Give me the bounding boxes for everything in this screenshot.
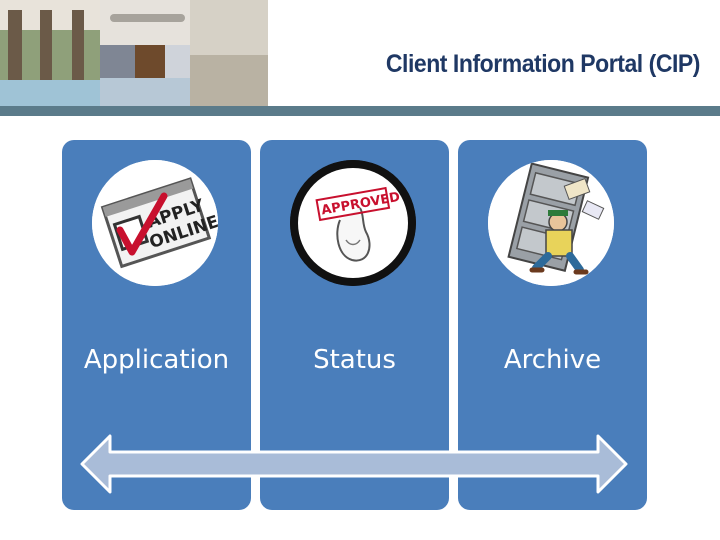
card-status[interactable]: APPROVED Status	[260, 140, 449, 510]
filing-cabinet-icon	[488, 160, 614, 286]
card-label-archive: Archive	[503, 345, 602, 375]
page-title: Client Information Portal (CIP)	[385, 50, 701, 78]
header-divider	[0, 106, 720, 116]
approved-stamp-icon: APPROVED	[290, 160, 416, 286]
card-archive[interactable]: Archive	[458, 140, 647, 510]
card-label-application: Application	[83, 345, 230, 375]
apply-online-icon: APPLY ONLINE	[92, 160, 218, 286]
card-application[interactable]: APPLY ONLINE Application	[62, 140, 251, 510]
header-photo-collage	[0, 0, 268, 107]
double-arrow-icon	[80, 434, 628, 494]
card-label-status: Status	[313, 345, 396, 375]
